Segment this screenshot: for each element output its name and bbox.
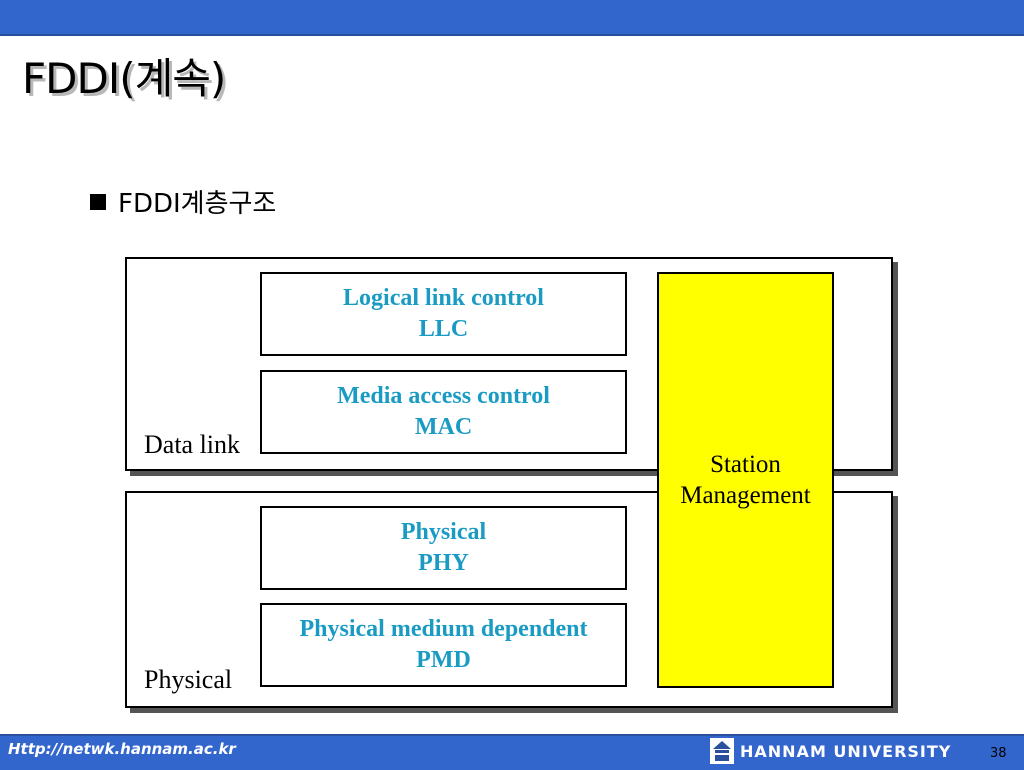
top-header-bar — [0, 0, 1024, 36]
data-link-label: Data link — [144, 430, 241, 459]
mac-abbr: MAC — [414, 414, 473, 440]
llc-abbr: LLC — [418, 316, 469, 342]
station-management-line1: Station — [710, 451, 781, 478]
phy-sublayer-box: Physical PHY — [260, 506, 627, 590]
pmd-sublayer-box: Physical medium dependent PMD — [260, 603, 627, 687]
llc-sublayer-box: Logical link control LLC — [260, 272, 627, 356]
pmd-abbr: PMD — [416, 647, 471, 673]
pmd-name: Physical medium dependent — [299, 616, 588, 642]
phy-abbr: PHY — [418, 550, 469, 576]
phy-name: Physical — [400, 519, 487, 545]
bullet-item: FDDI계층구조 — [90, 183, 276, 220]
mac-name: Media access control — [337, 383, 550, 409]
hannam-university-logo-icon — [710, 738, 734, 764]
bullet-text: FDDI계층구조 — [118, 189, 277, 219]
page-number: 38 — [990, 746, 1007, 761]
square-bullet-icon — [90, 193, 106, 210]
mac-sublayer-box: Media access control MAC — [260, 370, 627, 454]
footer-bar — [0, 734, 1024, 770]
university-name: HANNAM UNIVERSITY — [740, 742, 952, 761]
slide-title: FDDI(계속) — [22, 54, 226, 103]
station-management-box: Station Management — [657, 272, 834, 688]
station-management-line2: Management — [680, 482, 811, 509]
footer-url-link[interactable]: Http://netwk.hannam.ac.kr — [8, 740, 236, 758]
physical-layer-label: Physical — [144, 665, 233, 694]
llc-name: Logical link control — [343, 285, 544, 311]
